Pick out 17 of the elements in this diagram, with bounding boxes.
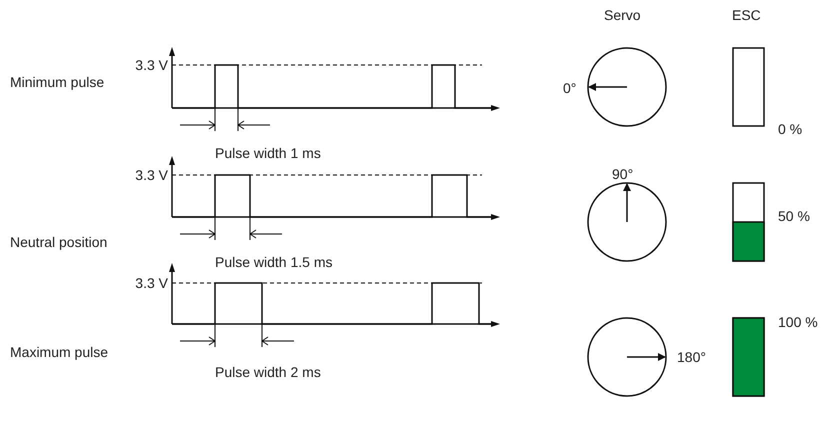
throttle-label: 100 % bbox=[778, 315, 818, 329]
voltage-label: 3.3 V bbox=[135, 168, 168, 182]
pulse-width-label: Pulse width 1 ms bbox=[215, 146, 321, 160]
column-heading: Servo bbox=[604, 8, 641, 22]
angle-label: 0° bbox=[563, 81, 576, 95]
throttle-label: 0 % bbox=[778, 122, 802, 136]
column-heading: ESC bbox=[732, 8, 761, 22]
pulse-width-label: Pulse width 2 ms bbox=[215, 365, 321, 379]
angle-label: 180° bbox=[677, 350, 706, 364]
throttle-label: 50 % bbox=[778, 209, 810, 223]
row-label: Neutral position bbox=[10, 235, 108, 249]
row-label: Maximum pulse bbox=[10, 345, 108, 359]
pulse-width-label: Pulse width 1.5 ms bbox=[215, 255, 332, 269]
angle-label: 90° bbox=[612, 167, 634, 181]
voltage-label: 3.3 V bbox=[135, 276, 168, 290]
voltage-label: 3.3 V bbox=[135, 58, 168, 72]
row-label: Minimum pulse bbox=[10, 75, 104, 89]
